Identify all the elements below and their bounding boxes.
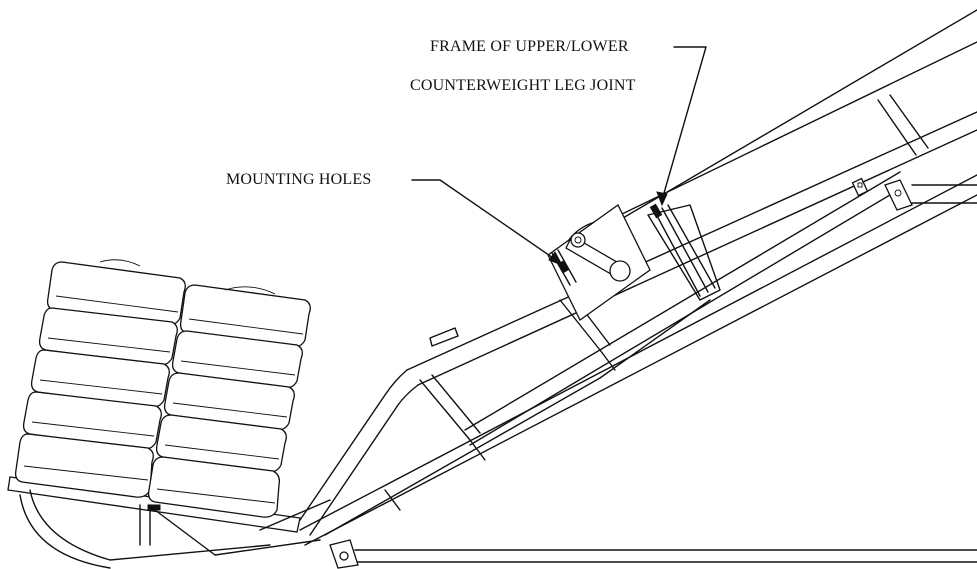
counterweight-stack <box>14 259 311 518</box>
label-frame-line2: COUNTERWEIGHT LEG JOINT <box>410 77 636 94</box>
weights-left <box>14 259 186 498</box>
counterweight-leg <box>299 111 977 546</box>
label-frame-line1: FRAME OF UPPER/LOWER <box>430 38 629 55</box>
base-tray <box>7 476 331 569</box>
label-mounting-holes: MOUNTING HOLES <box>226 171 372 188</box>
right-clamp <box>851 177 977 211</box>
callout-leaders <box>411 46 707 266</box>
bottom-rod <box>329 539 977 569</box>
joint-frame <box>547 203 721 321</box>
weights-right <box>147 284 311 518</box>
